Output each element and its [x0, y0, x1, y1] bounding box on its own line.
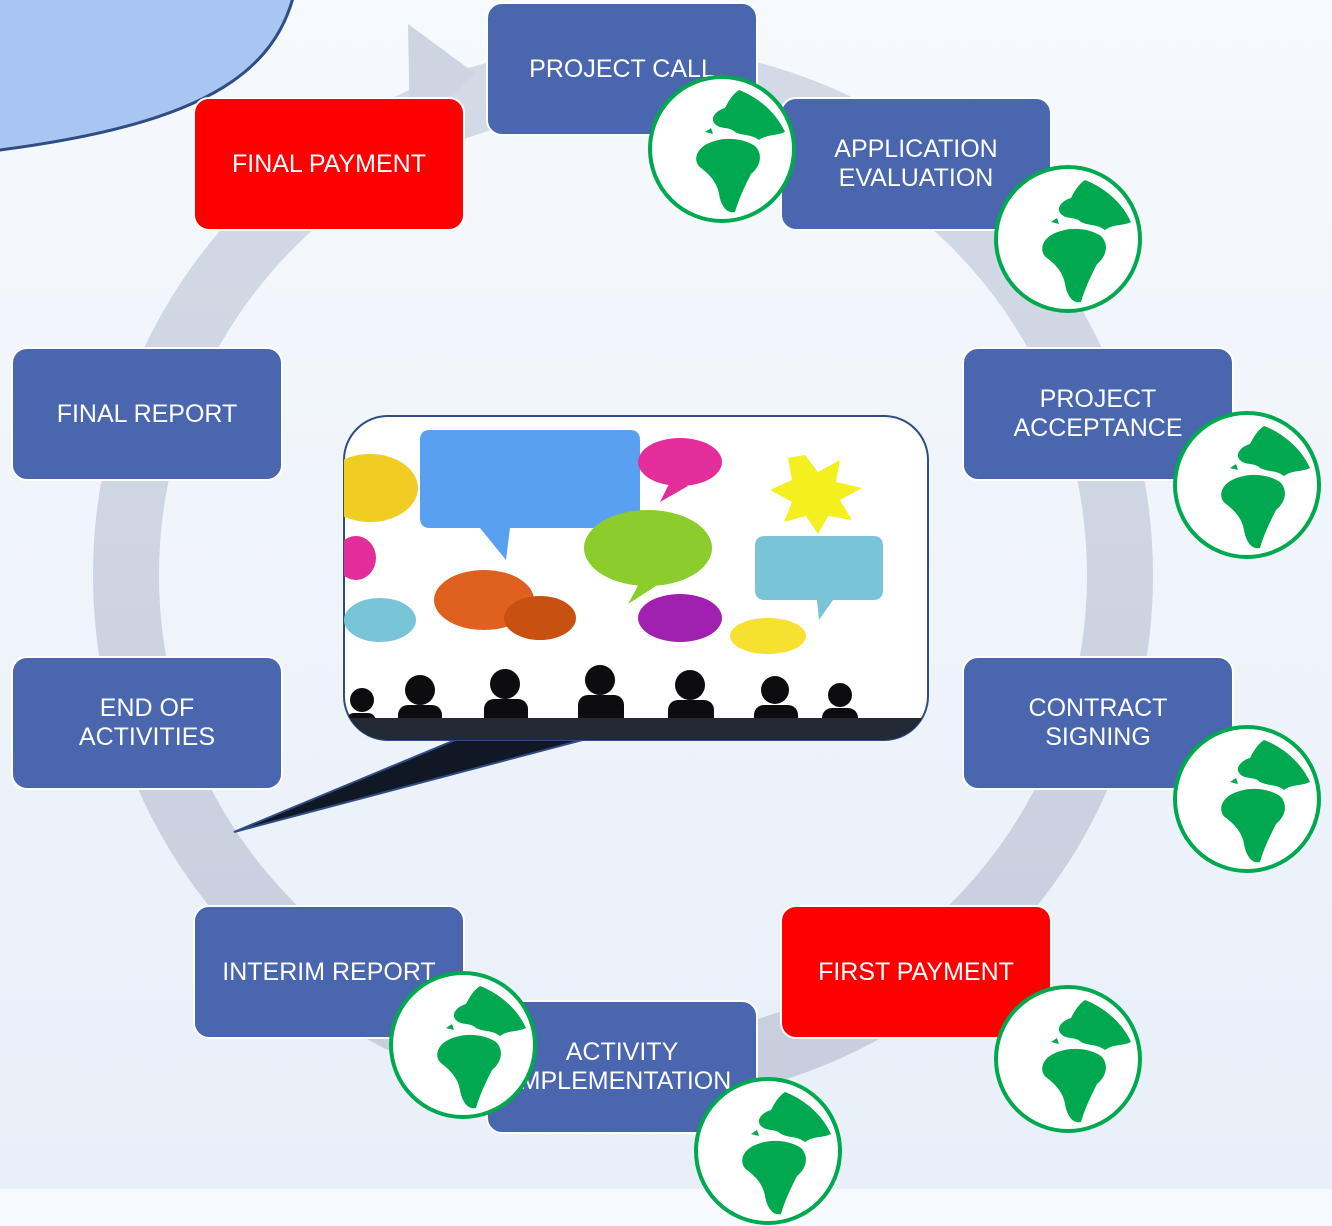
yellow-small-bubble — [730, 618, 806, 654]
yellow-speech-bubble — [344, 454, 418, 522]
purple-cloud-bubble — [638, 594, 722, 642]
step-project-call-label: PROJECT CALL — [529, 54, 715, 83]
globe-icon — [693, 1076, 843, 1226]
step-final-payment-label: FINAL PAYMENT — [231, 149, 426, 178]
orange-speech-bubble-2 — [504, 596, 576, 640]
pink-cloud-bubble — [638, 438, 722, 486]
people-silhouettes — [344, 665, 928, 740]
step-activity-implementation-label: ACTIVITY IMPLEMENTATION — [512, 1038, 732, 1095]
globe-icon — [647, 74, 797, 224]
step-final-report[interactable]: FINAL REPORT — [11, 347, 283, 481]
pink-cloud-tail — [660, 482, 688, 502]
yellow-star-bubble — [770, 455, 862, 534]
globe-icon — [993, 164, 1143, 314]
globe-icon — [993, 984, 1143, 1134]
green-bubble-tail — [628, 582, 662, 604]
meeting-picture — [233, 415, 929, 833]
light-blue-cloud-bubble — [344, 598, 416, 642]
callout-tail — [233, 737, 591, 833]
teal-speech-bubble — [755, 536, 883, 620]
step-first-payment-label: FIRST PAYMENT — [818, 957, 1014, 986]
step-contract-signing[interactable]: CONTRACT SIGNING — [962, 656, 1234, 790]
magenta-speech-bubble — [344, 536, 376, 580]
step-final-report-label: FINAL REPORT — [56, 399, 238, 428]
step-end-of-activities[interactable]: END OF ACTIVITIES — [11, 656, 283, 790]
step-project-acceptance-label: PROJECT ACCEPTANCE — [1013, 385, 1183, 442]
step-application-evaluation-label: APPLICATION EVALUATION — [834, 135, 998, 192]
green-speech-bubble — [584, 510, 712, 586]
step-end-of-activities-label: END OF ACTIVITIES — [78, 694, 216, 751]
step-interim-report-label: INTERIM REPORT — [222, 957, 436, 986]
step-contract-signing-label: CONTRACT SIGNING — [1028, 694, 1168, 751]
step-first-payment[interactable]: FIRST PAYMENT — [780, 905, 1052, 1039]
step-final-payment[interactable]: FINAL PAYMENT — [193, 97, 465, 231]
blue-speech-bubble — [420, 430, 640, 560]
globe-icon — [388, 970, 538, 1120]
corner-speech-bubble — [0, 0, 294, 152]
globe-icon — [1172, 410, 1322, 560]
globe-icon — [1172, 724, 1322, 874]
